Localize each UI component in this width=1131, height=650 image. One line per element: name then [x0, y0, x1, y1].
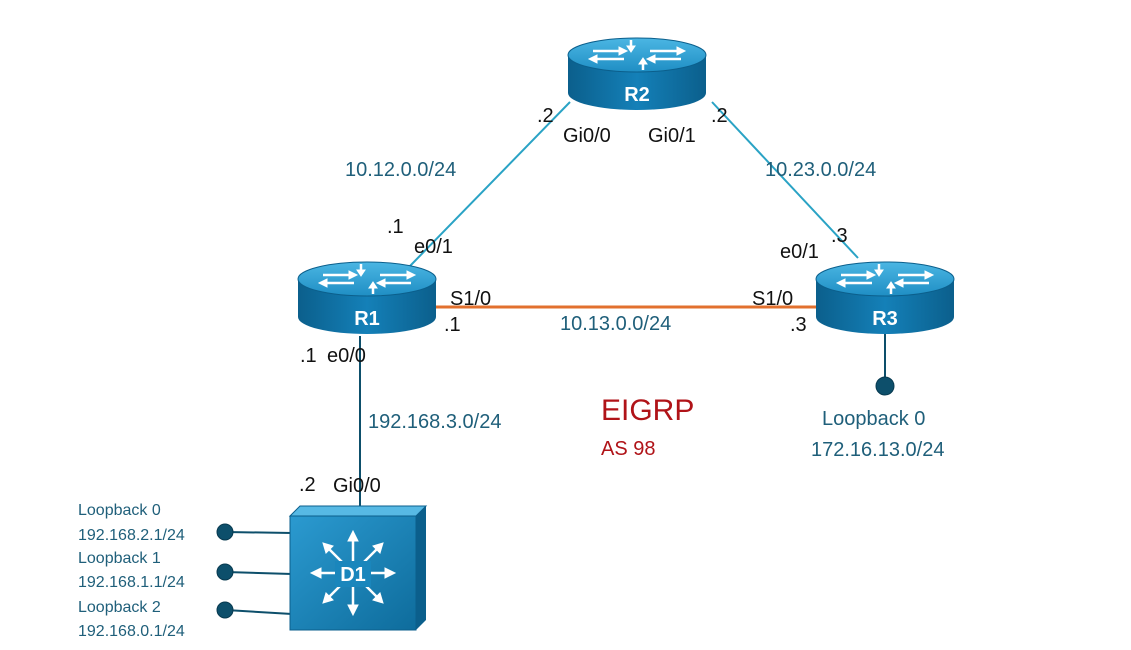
r2-r3-r2-host: .2 [711, 105, 728, 127]
r3-loopback0-name: Loopback 0 [822, 408, 925, 430]
link-d1-loopback2 [225, 609, 293, 615]
subnet-r1-r2: 10.12.0.0/24 [345, 159, 456, 181]
d1-loopback1-name: Loopback 1 [78, 550, 161, 567]
eigrp-as-number: AS 98 [601, 438, 655, 460]
r1-r2-r1-interface: e0/1 [414, 236, 453, 258]
d1-loopback2-address: 192.168.0.1/24 [78, 623, 185, 640]
d1-loopback1-endpoint-icon [216, 563, 234, 581]
r1-r3-r3-interface: S1/0 [752, 288, 793, 310]
r1-r2-r2-interface: Gi0/0 [563, 125, 611, 147]
r1-r2-r2-host: .2 [537, 105, 554, 127]
r3-loopback0-address: 172.16.13.0/24 [811, 439, 944, 461]
r1-r2-r1-host: .1 [387, 216, 404, 238]
switch-d1[interactable]: D1 [288, 505, 428, 631]
d1-loopback2-name: Loopback 2 [78, 599, 161, 616]
d1-loopback0-name: Loopback 0 [78, 502, 161, 519]
r1-r3-r1-host: .1 [444, 314, 461, 336]
router-r1[interactable]: R1 [296, 260, 438, 336]
router-r2-label: R2 [624, 84, 650, 106]
layer3-switch-icon [288, 505, 428, 631]
d1-loopback0-address: 192.168.2.1/24 [78, 527, 185, 544]
r1-d1-d1-host: .2 [299, 474, 316, 496]
link-d1-loopback1 [225, 571, 293, 575]
d1-loopback2-endpoint-icon [216, 601, 234, 619]
subnet-r1-r3: 10.13.0.0/24 [560, 313, 671, 335]
router-r3[interactable]: R3 [814, 260, 956, 336]
switch-d1-label: D1 [340, 564, 366, 586]
r2-r3-r2-interface: Gi0/1 [648, 125, 696, 147]
r2-r3-r3-host: .3 [831, 225, 848, 247]
link-d1-loopback0 [225, 531, 293, 534]
subnet-r1-d1: 192.168.3.0/24 [368, 411, 501, 433]
eigrp-title: EIGRP [601, 394, 694, 427]
d1-loopback1-address: 192.168.1.1/24 [78, 574, 185, 591]
r1-r3-r1-interface: S1/0 [450, 288, 491, 310]
r2-r3-r3-interface: e0/1 [780, 241, 819, 263]
link-r1-r2 [409, 101, 571, 267]
router-r3-label: R3 [872, 308, 898, 330]
r1-d1-r1-interface: e0/0 [327, 345, 366, 367]
router-r1-label: R1 [354, 308, 380, 330]
r1-d1-r1-host: .1 [300, 345, 317, 367]
d1-loopback0-endpoint-icon [216, 523, 234, 541]
r3-loopback0-endpoint-icon [875, 376, 895, 396]
link-r2-r3 [711, 101, 859, 259]
subnet-r2-r3: 10.23.0.0/24 [765, 159, 876, 181]
r1-d1-d1-interface: Gi0/0 [333, 475, 381, 497]
router-r2[interactable]: R2 [566, 36, 708, 112]
r1-r3-r3-host: .3 [790, 314, 807, 336]
